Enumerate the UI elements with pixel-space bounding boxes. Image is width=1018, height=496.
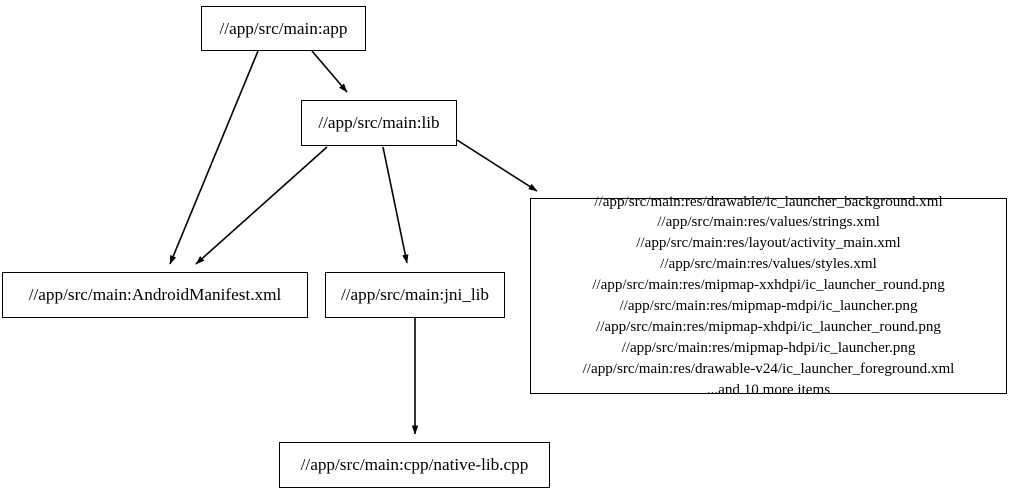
edge-app-to-lib bbox=[311, 50, 348, 93]
edge-lib-to-jnilib bbox=[382, 146, 409, 264]
graph-node-app[interactable]: //app/src/main:app bbox=[201, 6, 366, 51]
graph-node-lib-label: //app/src/main:lib bbox=[318, 113, 440, 133]
edge-lib-to-resources bbox=[456, 139, 538, 192]
graph-node-androidmanifest[interactable]: //app/src/main:AndroidManifest.xml bbox=[2, 272, 308, 318]
graph-node-native-lib-cpp[interactable]: //app/src/main:cpp/native-lib.cpp bbox=[279, 442, 550, 488]
graph-node-jni-lib[interactable]: //app/src/main:jni_lib bbox=[325, 272, 505, 318]
graph-node-native-lib-cpp-label: //app/src/main:cpp/native-lib.cpp bbox=[300, 455, 529, 475]
edge-lib-to-manifest bbox=[195, 146, 328, 265]
graph-node-lib[interactable]: //app/src/main:lib bbox=[301, 100, 457, 146]
graph-node-jni-lib-label: //app/src/main:jni_lib bbox=[341, 285, 489, 305]
graph-node-app-label: //app/src/main:app bbox=[219, 18, 348, 38]
edge-app-to-manifest bbox=[169, 50, 259, 265]
graph-node-androidmanifest-label: //app/src/main:AndroidManifest.xml bbox=[28, 285, 282, 305]
graph-node-resources[interactable]: //app/src/main:res/drawable/ic_launcher_… bbox=[530, 194, 1007, 398]
graph-node-resources-label: //app/src/main:res/drawable/ic_launcher_… bbox=[582, 193, 955, 398]
